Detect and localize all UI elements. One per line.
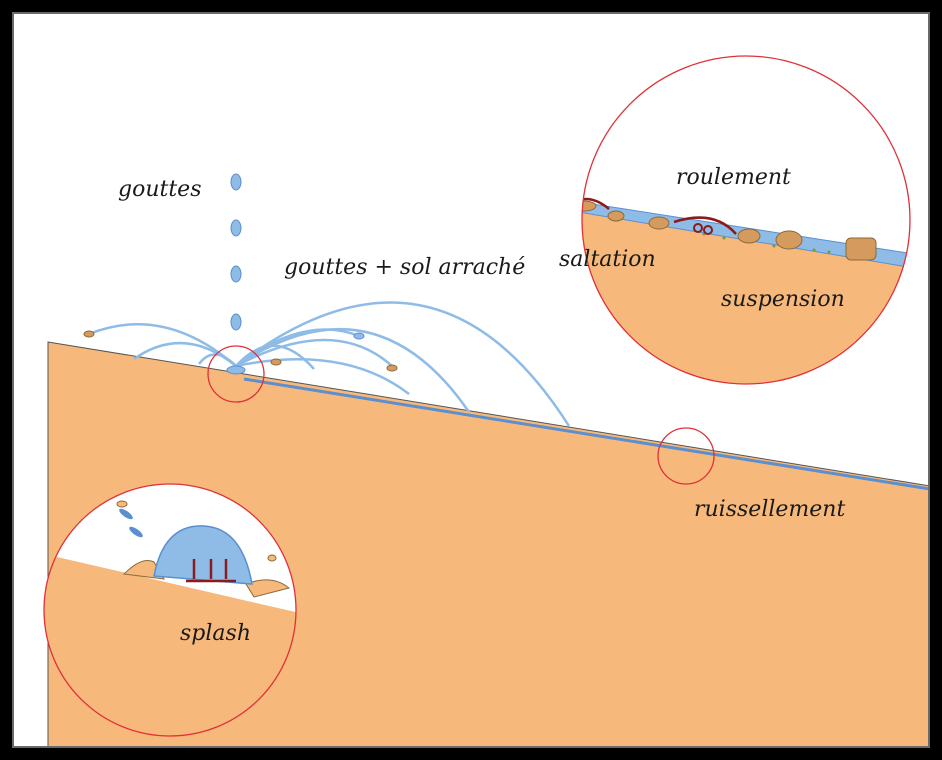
label-gouttes: gouttes bbox=[118, 177, 202, 202]
raindrop bbox=[231, 220, 241, 236]
raindrop bbox=[231, 266, 241, 282]
label-saltation: saltation bbox=[559, 247, 656, 272]
label-ruissellement: ruissellement bbox=[694, 497, 845, 522]
erosion-diagram: gouttes gouttes + sol arraché roulement … bbox=[14, 14, 930, 748]
diagram-canvas: gouttes gouttes + sol arraché roulement … bbox=[12, 12, 930, 748]
raindrop bbox=[231, 174, 241, 190]
label-splash: splash bbox=[180, 621, 251, 646]
raindrops bbox=[231, 174, 241, 330]
transport-zoom bbox=[554, 56, 914, 394]
label-roulement: roulement bbox=[676, 165, 791, 190]
label-suspension: suspension bbox=[721, 287, 845, 312]
raindrop bbox=[231, 314, 241, 330]
label-gouttes-sol-arrache: gouttes + sol arraché bbox=[284, 255, 525, 280]
